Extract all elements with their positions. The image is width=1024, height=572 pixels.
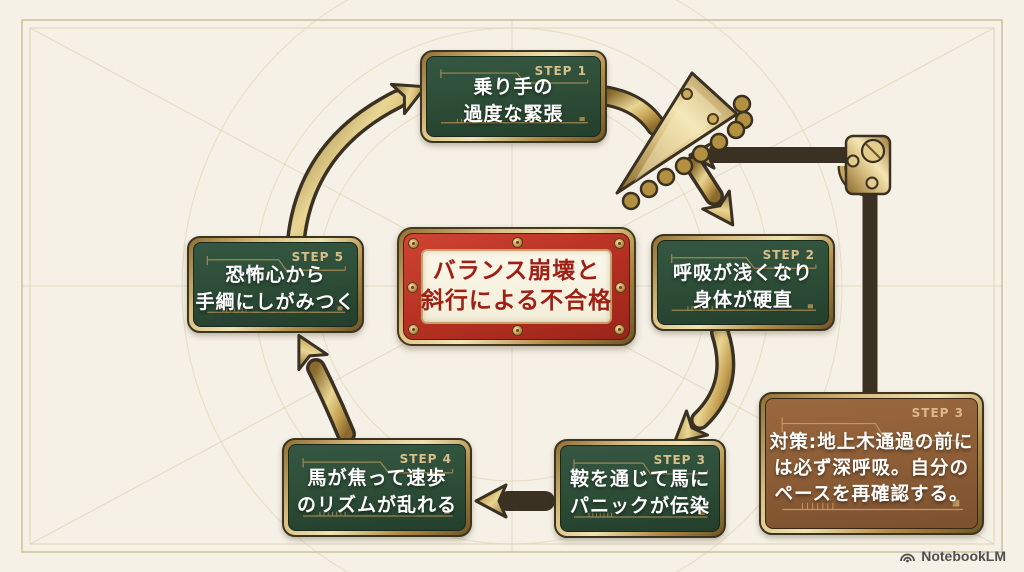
frame-decoration [662,245,824,320]
central-failure-text: バランス崩壊と [432,257,601,284]
step-badge: STEP 2 [762,248,815,262]
rivet-icon [408,238,419,249]
arrow-step3-to-step4 [474,483,555,519]
watermark-label: NotebookLM [921,548,1006,564]
rivet-icon [407,281,418,293]
mechanical-arm-icon [688,134,892,406]
step-text: 過度な緊張 [463,103,564,125]
step-5-card: STEP 5 恐怖心から 手綱にしがみつく [187,236,364,333]
rivet-icon [408,324,419,335]
frame-decoration [198,247,353,322]
countermeasure-text: ペースを再確認する。 [774,484,969,506]
arrow-step2-to-step3 [672,323,736,445]
rivet-icon [511,237,523,248]
countermeasure-card: STEP 3 対策:地上木通過の前に は必ず深呼吸。自分の ペースを再確認する。 [759,392,984,535]
rivet-icon [614,324,625,335]
step-text: 馬が焦って速歩 [307,467,447,490]
step-badge: STEP 4 [399,452,452,466]
step-text: 呼吸が浅くなり [672,262,813,285]
central-failure-card: バランス崩壊と 斜行による不合格 [397,227,636,346]
step-badge: STEP 3 [653,453,706,467]
step-badge: STEP 3 [911,406,964,420]
countermeasure-text: 対策:地上木通過の前に [769,431,974,453]
rivet-icon [614,238,625,249]
frame-decoration [770,403,973,524]
step-text: 手綱にしがみつく [195,291,356,313]
step-3-card: STEP 3 鞍を通じて馬に パニックが伝染 [554,439,726,538]
step-text: のリズムが乱れる [296,494,457,516]
band-step1-to-cone [595,85,667,137]
arrow-step4-to-step5 [297,334,356,444]
serrated-cone-gear-icon [615,71,754,211]
step-2-card: STEP 2 呼吸が浅くなり 身体が硬直 [651,234,835,331]
arrow-step5-to-step1 [286,82,427,250]
countermeasure-text: は必ず深呼吸。自分の [773,457,969,479]
step-text: 身体が硬直 [692,289,793,311]
step-4-card: STEP 4 馬が焦って速歩 のリズムが乱れる [282,438,472,537]
step-text: パニックが伝染 [569,495,710,517]
frame-decoration [293,449,461,526]
notebooklm-grain-icon [900,553,916,563]
rivet-icon [511,325,523,336]
step-text: 鞍を通じて馬に [569,468,710,491]
step-text: 乗り手の [473,76,554,99]
rivet-icon [615,281,626,293]
watermark: NotebookLM [899,548,1006,564]
frame-decoration [431,61,596,132]
step-badge: STEP 5 [291,250,344,264]
step-badge: STEP 1 [534,64,587,78]
arrow-cone-to-step2 [684,155,735,227]
central-failure-text: 斜行による不合格 [420,287,613,314]
frame-decoration [565,450,715,527]
step-1-card: STEP 1 乗り手の 過度な緊張 [420,50,607,143]
step-text: 恐怖心から [225,264,326,287]
